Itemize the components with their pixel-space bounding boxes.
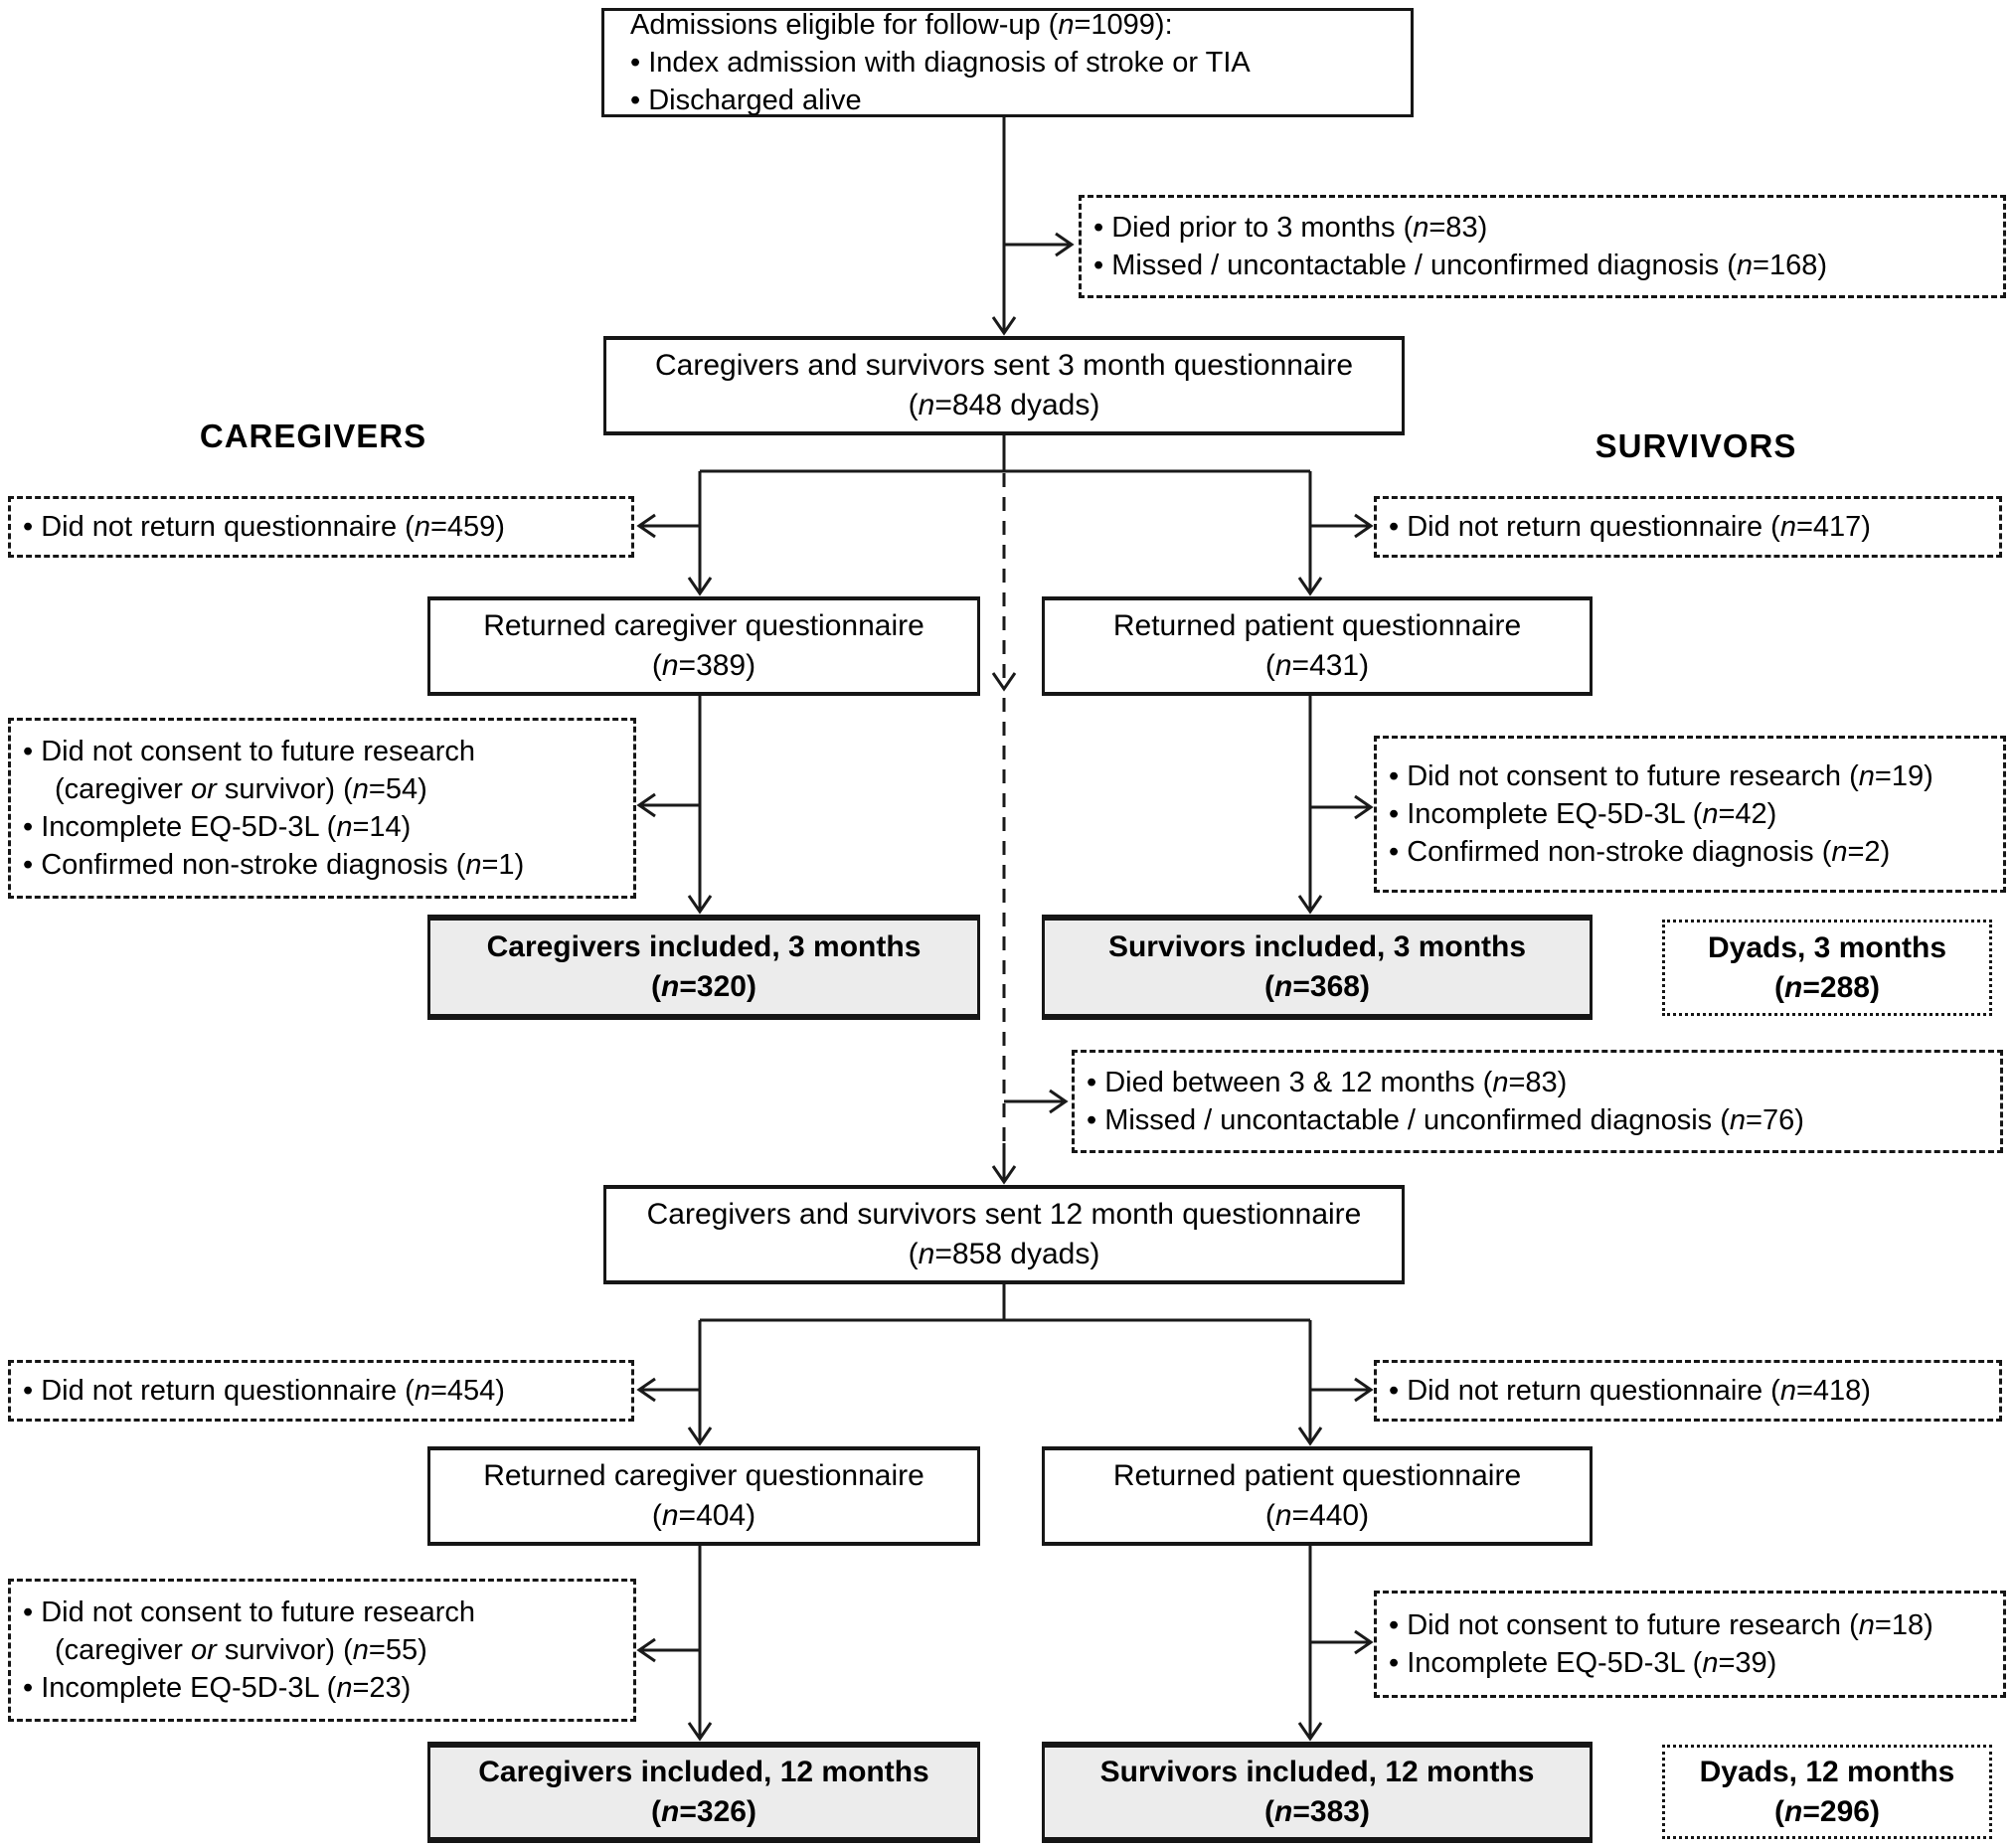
text-line: • Did not consent to future research	[23, 736, 476, 767]
survivors-included-3-months-box: Survivors included, 3 months (n=368)	[1042, 915, 1593, 1020]
text-line: • Incomplete EQ-5D-3L (n=42)	[1389, 798, 1777, 830]
text-line: Caregivers and survivors sent 12 month q…	[646, 1198, 1362, 1231]
text-line: Returned caregiver questionnaire	[483, 1459, 924, 1492]
text-line: • Did not return questionnaire (n=454)	[23, 1375, 505, 1407]
text-line: Survivors included, 12 months	[1099, 1756, 1535, 1788]
text-line: • Did not consent to future research	[23, 1596, 476, 1628]
survivor-no-return-12-months-box: • Did not return questionnaire (n=418)	[1374, 1360, 2002, 1422]
text-line: • Index admission with diagnosis of stro…	[630, 47, 1251, 79]
text-line: • Incomplete EQ-5D-3L (n=14)	[23, 811, 412, 843]
caregiver-no-return-3-months-box: • Did not return questionnaire (n=459)	[8, 496, 634, 558]
text-line: (n=848 dyads)	[908, 389, 1100, 421]
returned-patient-questionnaire-3-months-box: Returned patient questionnaire (n=431)	[1042, 596, 1593, 696]
excluded-before-3-months-box: • Died prior to 3 months (n=83) • Missed…	[1079, 195, 2006, 298]
text-line: (n=389)	[651, 649, 756, 682]
survivor-no-return-3-months-box: • Did not return questionnaire (n=417)	[1374, 496, 2002, 558]
text-line: (n=431)	[1264, 649, 1370, 682]
admissions-eligible-box: Admissions eligible for follow-up (n=109…	[601, 8, 1414, 117]
returned-patient-questionnaire-12-months-box: Returned patient questionnaire (n=440)	[1042, 1446, 1593, 1546]
text-line: Caregivers and survivors sent 3 month qu…	[654, 349, 1354, 382]
text-line: (n=326)	[651, 1795, 756, 1828]
survivor-exclusions-12-months-box: • Did not consent to future research (n=…	[1374, 1591, 2006, 1698]
text-line: (caregiver or survivor) (n=55)	[55, 1634, 427, 1666]
caregiver-no-return-12-months-box: • Did not return questionnaire (n=454)	[8, 1360, 634, 1422]
text-line: Returned patient questionnaire	[1112, 1459, 1522, 1492]
returned-caregiver-questionnaire-12-months-box: Returned caregiver questionnaire (n=404)	[427, 1446, 980, 1546]
sent-12-month-questionnaire-box: Caregivers and survivors sent 12 month q…	[603, 1185, 1405, 1284]
text-line: • Confirmed non-stroke diagnosis (n=1)	[23, 849, 525, 881]
text-line: Dyads, 12 months	[1699, 1755, 1955, 1788]
caregivers-included-3-months-box: Caregivers included, 3 months (n=320)	[427, 915, 980, 1020]
text-line: Dyads, 3 months	[1707, 930, 1947, 964]
text-line: • Did not consent to future research (n=…	[1389, 1609, 1933, 1641]
text-line: Caregivers included, 3 months	[486, 930, 922, 963]
text-line: • Did not return questionnaire (n=417)	[1389, 511, 1871, 543]
text-line: • Did not return questionnaire (n=459)	[23, 511, 505, 543]
survivors-included-12-months-box: Survivors included, 12 months (n=383)	[1042, 1742, 1593, 1843]
caregivers-column-label: CAREGIVERS	[199, 418, 427, 454]
text-line: (n=288)	[1774, 970, 1880, 1004]
text-line: Survivors included, 3 months	[1107, 930, 1527, 963]
text-line: (caregiver or survivor) (n=54)	[55, 773, 427, 805]
caregiver-exclusions-12-months-box: • Did not consent to future research (ca…	[8, 1579, 636, 1722]
text-line: • Died prior to 3 months (n=83)	[1093, 212, 1488, 244]
caregivers-included-12-months-box: Caregivers included, 12 months (n=326)	[427, 1742, 980, 1843]
caregiver-exclusions-3-months-box: • Did not consent to future research (ca…	[8, 718, 636, 899]
returned-caregiver-questionnaire-3-months-box: Returned caregiver questionnaire (n=389)	[427, 596, 980, 696]
text-line: (n=383)	[1264, 1795, 1370, 1828]
text-line: • Incomplete EQ-5D-3L (n=23)	[23, 1672, 412, 1704]
text-line: • Did not consent to future research (n=…	[1389, 760, 1933, 792]
text-line: • Died between 3 & 12 months (n=83)	[1087, 1067, 1568, 1098]
text-line: • Incomplete EQ-5D-3L (n=39)	[1389, 1647, 1777, 1679]
text-line: • Missed / uncontactable / unconfirmed d…	[1087, 1104, 1804, 1136]
text-line: Returned patient questionnaire	[1112, 609, 1522, 642]
text-line: (n=858 dyads)	[908, 1238, 1100, 1270]
text-line: (n=440)	[1264, 1499, 1370, 1532]
text-line: Admissions eligible for follow-up (n=109…	[630, 9, 1173, 41]
sent-3-month-questionnaire-box: Caregivers and survivors sent 3 month qu…	[603, 336, 1405, 435]
text-line: • Discharged alive	[630, 84, 862, 116]
text-line: Caregivers included, 12 months	[478, 1756, 929, 1788]
excluded-between-3-and-12-months-box: • Died between 3 & 12 months (n=83) • Mi…	[1072, 1050, 2003, 1153]
text-line: Returned caregiver questionnaire	[483, 609, 924, 642]
text-line: • Missed / uncontactable / unconfirmed d…	[1093, 250, 1828, 281]
dyads-3-months-box: Dyads, 3 months (n=288)	[1662, 920, 1992, 1016]
text-line: • Confirmed non-stroke diagnosis (n=2)	[1389, 836, 1891, 868]
dyads-12-months-box: Dyads, 12 months (n=296)	[1662, 1745, 1992, 1839]
text-line: • Did not return questionnaire (n=418)	[1389, 1375, 1871, 1407]
text-line: (n=404)	[651, 1499, 756, 1532]
text-line: (n=296)	[1774, 1794, 1880, 1828]
text-line: (n=368)	[1264, 970, 1370, 1003]
survivors-column-label: SURVIVORS	[1594, 427, 1797, 464]
text-line: (n=320)	[651, 970, 756, 1003]
survivor-exclusions-3-months-box: • Did not consent to future research (n=…	[1374, 736, 2006, 893]
